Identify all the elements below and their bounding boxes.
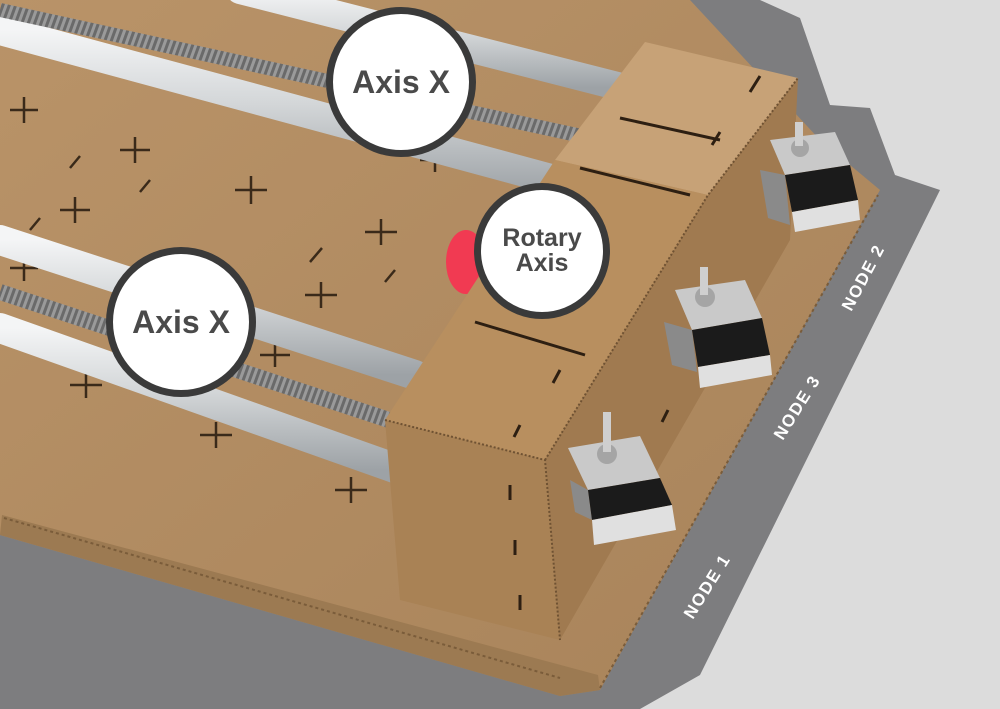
stepper-motor-node-3 [664,267,772,388]
callout-rotary-line-2: Axis [515,249,569,277]
callout-axis-x-top: Axis X [326,7,476,157]
stepper-motor-node-2 [760,122,860,232]
callout-rotary-axis: Rotary Axis [474,183,610,319]
callout-axis-x-bottom-label: Axis X [132,304,230,340]
callout-axis-x-top-label: Axis X [352,64,450,100]
callout-rotary-line-1: Rotary [502,224,582,252]
callout-axis-x-bottom: Axis X [106,247,256,397]
stepper-motor-node-1 [568,412,676,545]
